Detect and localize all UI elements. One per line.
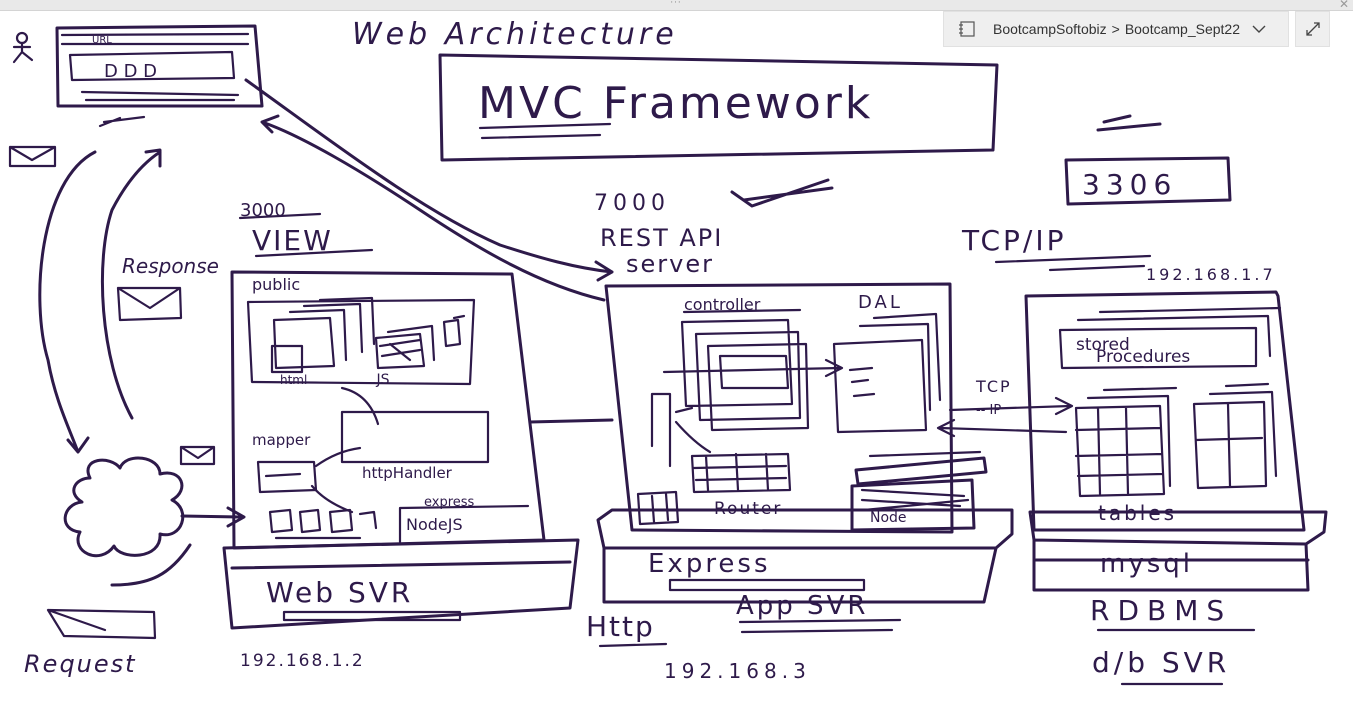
app-server-role-line2: server [626,250,714,278]
web-server-block: 3000 VIEW public html .JS mapper httpHan… [222,200,580,671]
breadcrumb[interactable]: BootcampSoftobiz>Bootcamp_Sept22 [993,21,1240,37]
db-server-name: d/b SVR [1092,646,1230,679]
http-protocol-label: Http [586,610,655,643]
breadcrumb-separator: > [1111,21,1120,37]
chevron-down-icon[interactable] [1251,21,1267,37]
web-server-name: Web SVR [266,576,413,609]
request-label: Request [24,650,137,678]
close-icon[interactable]: ✕ [1338,0,1349,11]
db-server-block: 3306 TCP/IP 192.168.1.7 stored Procedure… [961,114,1328,686]
db-link-label: TCP [975,377,1012,396]
app-server-role-line1: REST API [600,224,723,252]
expand-button[interactable] [1295,11,1330,47]
sketch-title: Web Architecture [352,17,678,52]
dal-label: DAL [858,292,903,313]
response-label: Response [122,254,219,278]
user-icon [12,31,34,64]
controller-label: controller [684,295,761,314]
app-server-name: App SVR [736,591,868,621]
small-envelope-icon [179,445,216,466]
db-engine-label: mysql [1100,549,1193,579]
notebook-icon [958,21,976,37]
db-protocol-label: TCP/IP [961,224,1066,257]
app-server-port: 7000 [594,191,670,216]
mapper-label: mapper [252,431,311,449]
js-file-label: .JS [372,372,390,388]
app-server-ip: 192.168.3 [664,659,811,683]
request-flow-arrow [38,150,97,454]
db-server-ip: 192.168.1.7 [1146,265,1276,284]
mvc-framework-label: MVC Framework [478,78,873,129]
db-type-label: RDBMS [1090,594,1232,627]
browser-window-sketch: URL D D D [55,24,264,128]
app-server-block: 7000 REST API server controller DAL Rout… [586,178,1014,683]
mvc-framework-box: MVC Framework [438,53,999,162]
web-server-role: VIEW [252,224,333,257]
express-module-label: express [424,495,475,510]
response-flow-arrow [100,148,162,420]
stored-procedures-line1: stored [1076,335,1130,355]
http-handler-label: httpHandler [362,464,453,482]
app-node-label: Node [870,510,907,526]
stored-procedures-line2: Procedures [1096,347,1190,367]
render-arrow [260,114,606,302]
window-top-strip: ··· ✕ [0,0,1353,11]
response-envelope-icon [116,286,183,322]
db-port-label: 3306 [1082,168,1177,201]
request-envelope-icon [46,608,157,640]
app-platform-label: Express [648,549,771,579]
db-link-sublabel: -- IP [976,403,1001,418]
browser-url-label: URL [92,35,112,46]
web-server-ip: 192.168.1.2 [240,651,365,671]
html-file-label: html [280,373,307,387]
envelope-icon [8,145,57,168]
expand-icon [1305,22,1320,36]
internet-cloud-icon [63,456,185,558]
breadcrumb-notebook[interactable]: BootcampSoftobiz [993,21,1107,37]
notebook-breadcrumb-bar[interactable]: BootcampSoftobiz>Bootcamp_Sept22 [943,11,1289,47]
nodejs-label: NodeJS [406,515,463,534]
drag-grip-icon[interactable]: ··· [670,0,682,8]
server-link-line [528,418,614,424]
browser-to-api-arrow [244,78,614,282]
browser-content-label: D D D [104,61,157,82]
public-folder-label: public [252,275,300,294]
breadcrumb-section[interactable]: Bootcamp_Sept22 [1124,21,1241,37]
